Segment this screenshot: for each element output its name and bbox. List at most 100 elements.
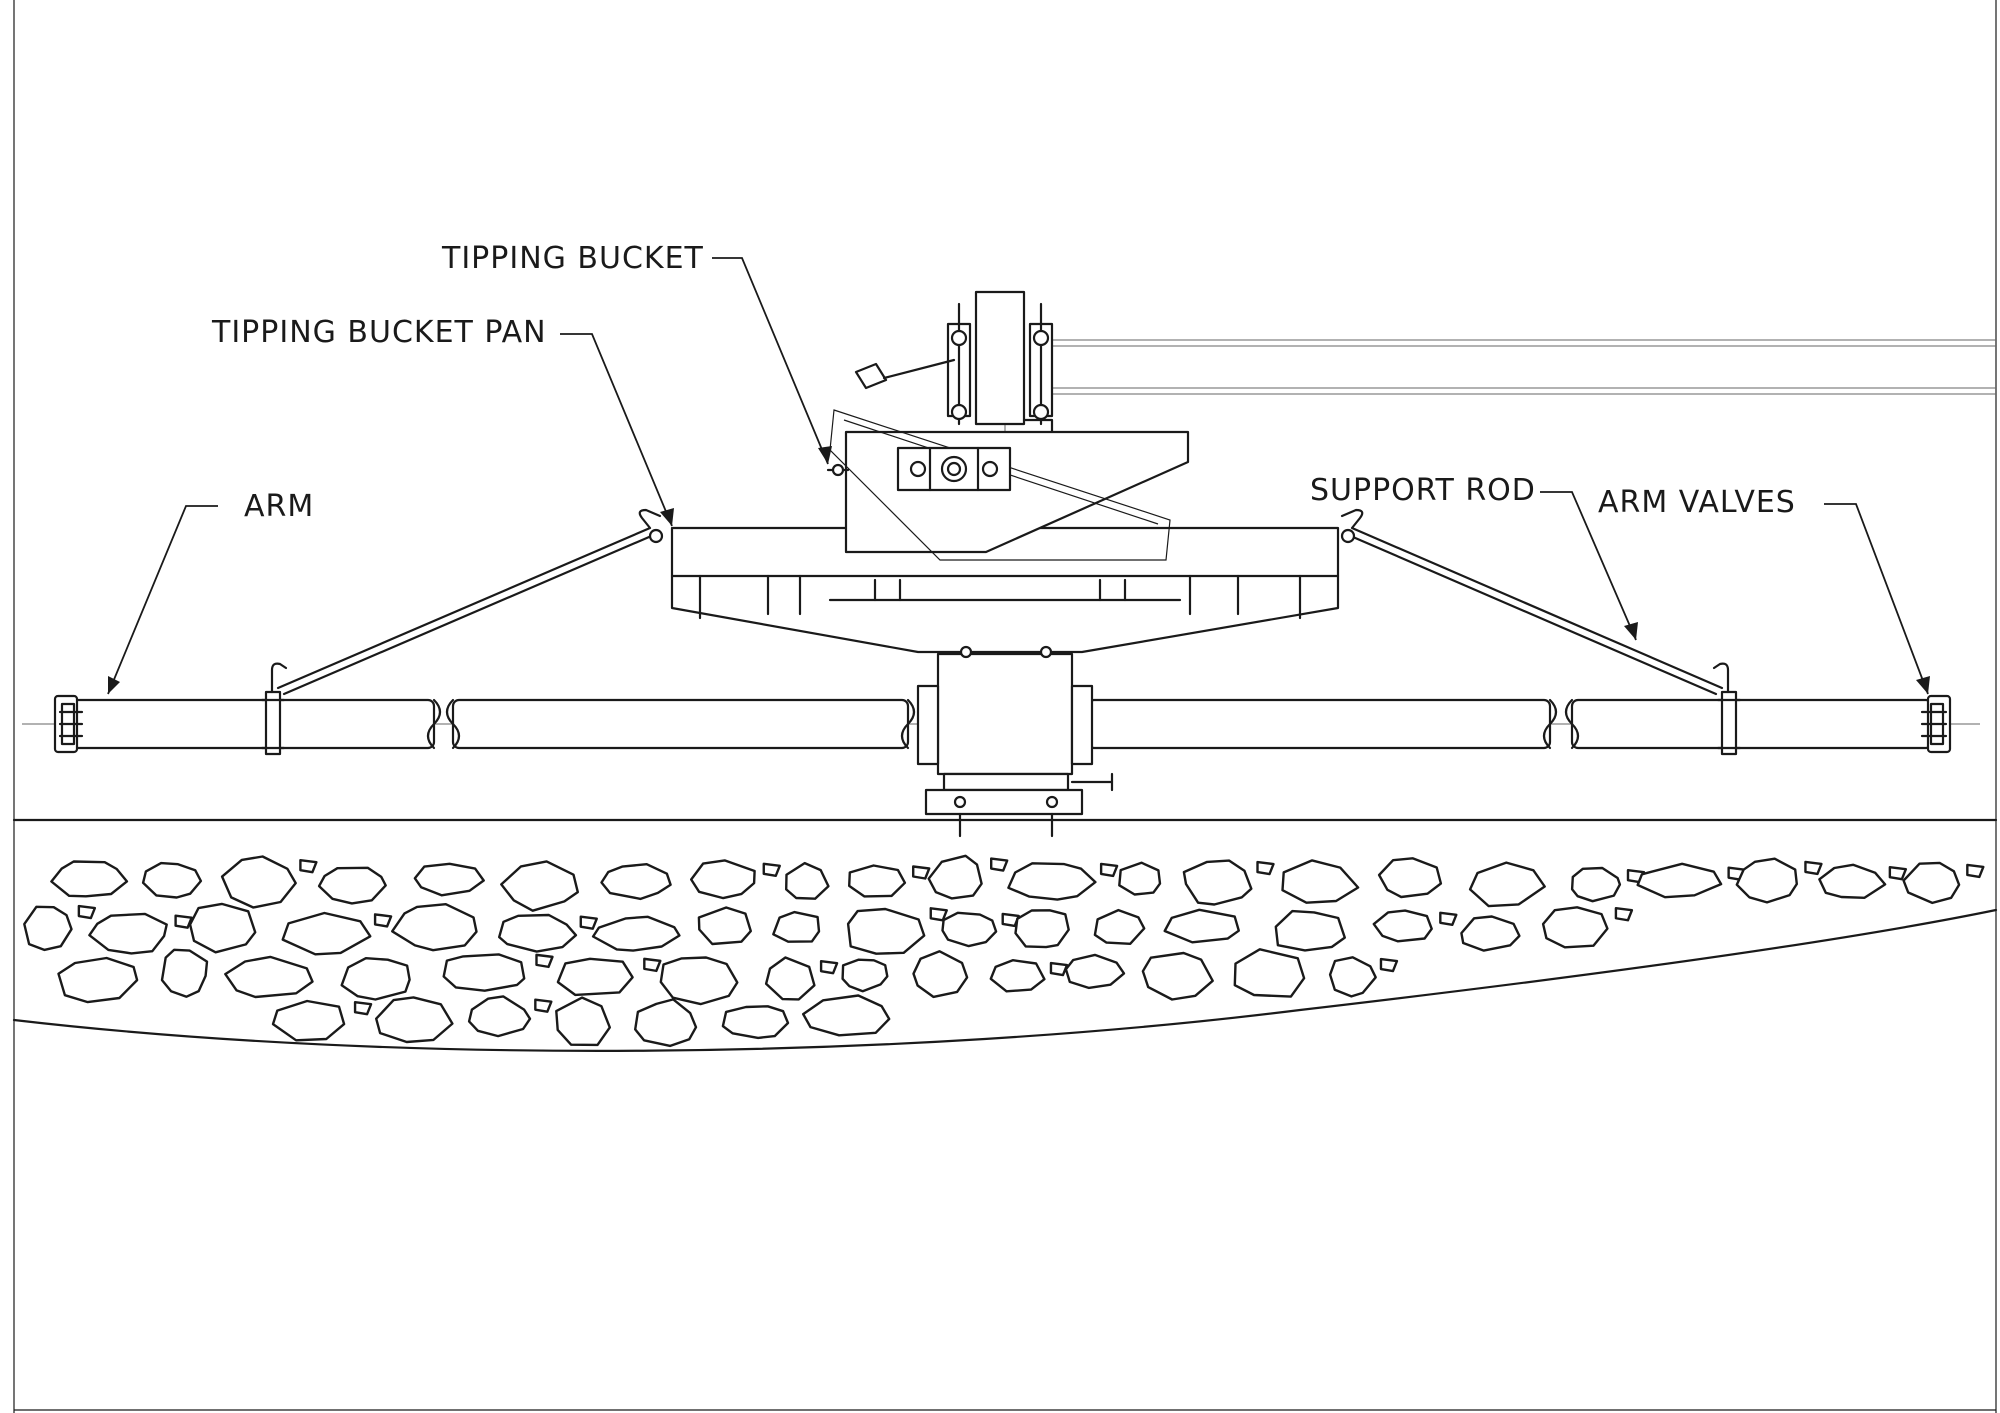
rock bbox=[500, 860, 579, 912]
arm-clamp-right bbox=[1712, 662, 1742, 756]
rock bbox=[1328, 956, 1377, 998]
central-column bbox=[916, 645, 1114, 838]
tipping-bucket bbox=[826, 290, 1190, 561]
rock bbox=[1163, 908, 1241, 944]
rock bbox=[941, 911, 998, 948]
rock bbox=[1093, 908, 1146, 945]
rock bbox=[50, 860, 129, 898]
pebble bbox=[1966, 863, 1985, 879]
rock bbox=[772, 910, 821, 943]
rock bbox=[600, 863, 672, 901]
rock bbox=[1460, 915, 1521, 952]
rock-media-bed bbox=[12, 818, 1998, 1052]
pebble bbox=[77, 904, 97, 920]
rock-media bbox=[23, 854, 1985, 1048]
rock bbox=[1118, 861, 1162, 896]
rock bbox=[442, 953, 526, 992]
rock bbox=[1014, 909, 1070, 949]
rock bbox=[1541, 906, 1609, 949]
pebble bbox=[643, 957, 662, 973]
rock bbox=[1570, 866, 1622, 903]
callout-arm: ARM bbox=[107, 489, 314, 695]
rock bbox=[690, 859, 756, 900]
rock bbox=[375, 996, 454, 1044]
rock bbox=[23, 905, 73, 952]
pebble bbox=[1256, 860, 1275, 876]
arm-valve-left bbox=[53, 694, 84, 754]
rock bbox=[188, 902, 257, 954]
label-tipping-bucket-pan: TIPPING BUCKET PAN bbox=[211, 315, 547, 350]
pebble bbox=[762, 862, 781, 878]
pebble bbox=[535, 953, 554, 969]
label-arm-valves: ARM VALVES bbox=[1598, 485, 1796, 520]
pebble bbox=[1804, 860, 1823, 876]
pebble bbox=[1001, 912, 1020, 928]
rock bbox=[764, 956, 816, 1001]
pebble bbox=[819, 959, 839, 975]
label-arm: ARM bbox=[244, 489, 314, 524]
rock bbox=[160, 948, 209, 998]
rock bbox=[841, 958, 889, 993]
rock bbox=[220, 855, 297, 909]
rock bbox=[555, 996, 611, 1047]
rock bbox=[697, 906, 752, 946]
rock bbox=[1735, 857, 1799, 904]
rock bbox=[413, 862, 485, 897]
callout-tipping-bucket-pan: TIPPING BUCKET PAN bbox=[211, 315, 674, 527]
tipping-bucket-pan bbox=[648, 526, 1356, 654]
rock bbox=[1281, 859, 1360, 904]
rock bbox=[591, 915, 681, 952]
rock bbox=[57, 956, 139, 1004]
rock bbox=[1141, 951, 1214, 1001]
rock bbox=[224, 955, 314, 999]
callout-tipping-bucket: TIPPING BUCKET bbox=[441, 241, 832, 465]
rock bbox=[1636, 862, 1723, 899]
rock bbox=[1233, 948, 1306, 998]
rock bbox=[1902, 861, 1961, 905]
arm-valve-right bbox=[1920, 694, 1952, 754]
rock bbox=[391, 903, 478, 952]
callout-arm-valves: ARM VALVES bbox=[1598, 485, 1930, 695]
feed-pipe bbox=[1040, 339, 1996, 395]
label-tipping-bucket: TIPPING BUCKET bbox=[441, 241, 704, 276]
arm-right bbox=[1086, 698, 1934, 750]
support-rod-right bbox=[1340, 508, 1724, 696]
pebble bbox=[534, 998, 553, 1013]
pebble bbox=[579, 915, 598, 930]
rock bbox=[989, 959, 1046, 993]
rock bbox=[802, 994, 891, 1037]
rock bbox=[271, 999, 346, 1042]
rock bbox=[1007, 862, 1097, 901]
pebble bbox=[1099, 862, 1119, 878]
rock bbox=[846, 907, 926, 955]
support-rod-left bbox=[276, 508, 662, 696]
pebble bbox=[373, 913, 393, 928]
pebble bbox=[1049, 961, 1069, 977]
pebble bbox=[1888, 865, 1908, 881]
rock bbox=[1818, 863, 1887, 899]
rock bbox=[317, 866, 387, 905]
rock bbox=[1064, 953, 1126, 990]
rock bbox=[556, 957, 634, 997]
rock bbox=[467, 995, 532, 1038]
rock bbox=[1372, 909, 1433, 943]
pebble bbox=[299, 858, 318, 874]
pebble bbox=[1379, 957, 1399, 973]
rock bbox=[1274, 909, 1347, 952]
rock bbox=[1182, 859, 1253, 906]
pebble bbox=[174, 914, 193, 929]
rock bbox=[785, 861, 830, 900]
arm-left bbox=[70, 698, 916, 750]
arm-clamp-left bbox=[260, 662, 288, 756]
pebble bbox=[990, 857, 1009, 872]
rock bbox=[498, 913, 578, 953]
pebble bbox=[353, 1000, 373, 1016]
rock bbox=[659, 956, 739, 1006]
pebble bbox=[912, 865, 931, 880]
rock bbox=[88, 912, 168, 955]
rock bbox=[340, 957, 411, 1001]
rock bbox=[281, 911, 372, 956]
rock bbox=[634, 998, 698, 1048]
sheet-border bbox=[13, 0, 1997, 1413]
